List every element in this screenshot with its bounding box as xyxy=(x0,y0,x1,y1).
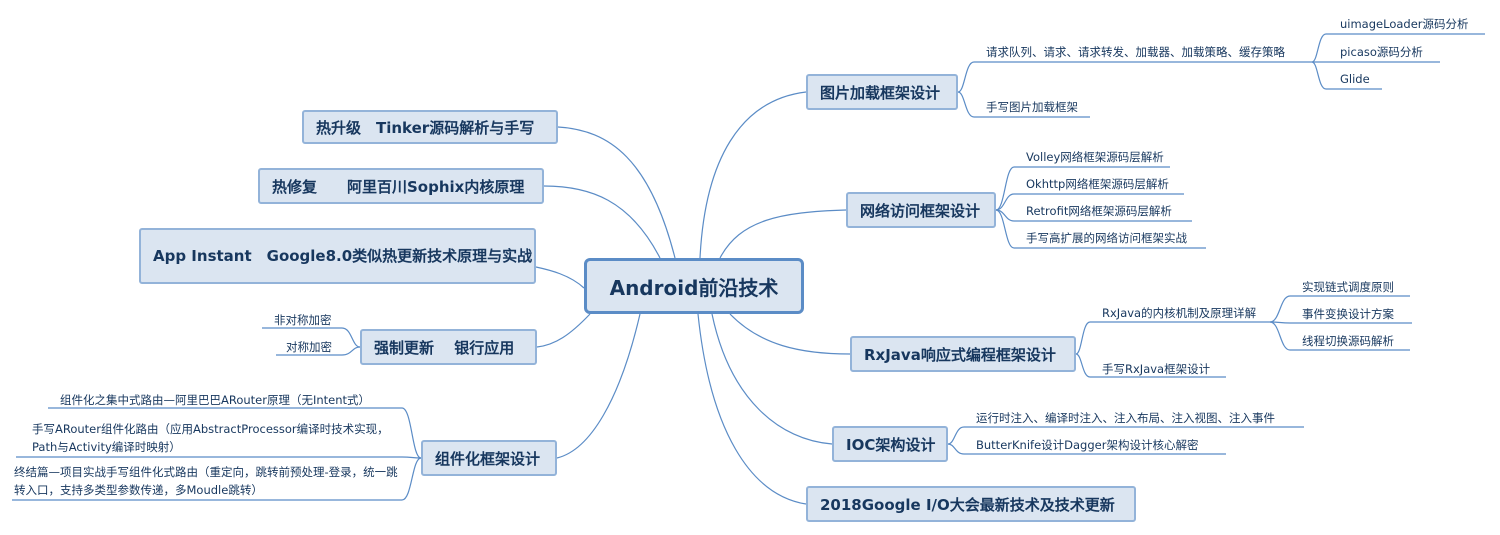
topic-componentization-label: 组件化框架设计 xyxy=(435,449,541,468)
topic-google-io-label: 2018Google I/O大会最新技术及技术更新 xyxy=(820,495,1115,514)
topic-hot-upgrade[interactable]: 热升级 Tinker源码解析与手写 xyxy=(302,110,558,144)
topic-app-instant[interactable]: App Instant Google8.0类似热更新技术原理与实战 xyxy=(139,228,536,284)
image-leaf-picaso[interactable]: picaso源码分析 xyxy=(1340,45,1423,59)
image-leaf-glide[interactable]: Glide xyxy=(1340,72,1370,86)
topic-force-update-label: 强制更新 银行应用 xyxy=(374,338,515,357)
topic-force-update[interactable]: 强制更新 银行应用 xyxy=(360,329,537,365)
rxjava-leaf-chain[interactable]: 实现链式调度原则 xyxy=(1302,280,1394,294)
topic-rxjava-label: RxJava响应式编程框架设计 xyxy=(864,345,1056,364)
topic-hot-upgrade-label: 热升级 Tinker源码解析与手写 xyxy=(316,118,535,137)
ioc-leaf-butterknife[interactable]: ButterKnife设计Dagger架构设计核心解密 xyxy=(976,438,1199,452)
topic-ioc-label: IOC架构设计 xyxy=(846,435,936,454)
topic-componentization[interactable]: 组件化框架设计 xyxy=(421,440,557,476)
rxjava-branch-handwrite[interactable]: 手写RxJava框架设计 xyxy=(1102,362,1211,376)
topic-hot-repair-label: 热修复 阿里百川Sophix内核原理 xyxy=(272,177,525,196)
component-leaf-arouter[interactable]: 组件化之集中式路由—阿里巴巴ARouter原理（无Intent式） xyxy=(60,393,371,407)
force-update-leaf-symmetric[interactable]: 对称加密 xyxy=(286,340,332,354)
topic-network[interactable]: 网络访问框架设计 xyxy=(846,192,996,228)
rxjava-leaf-transform[interactable]: 事件变换设计方案 xyxy=(1302,307,1394,321)
network-leaf-okhttp[interactable]: Okhttp网络框架源码层解析 xyxy=(1026,177,1169,191)
topic-app-instant-label: App Instant Google8.0类似热更新技术原理与实战 xyxy=(153,246,533,265)
network-leaf-handwrite[interactable]: 手写高扩展的网络访问框架实战 xyxy=(1026,231,1187,245)
image-loading-branch-handwrite[interactable]: 手写图片加载框架 xyxy=(986,100,1078,114)
network-leaf-volley[interactable]: Volley网络框架源码层解析 xyxy=(1026,150,1164,164)
center-topic[interactable]: Android前沿技术 xyxy=(584,258,804,314)
topic-image-loading[interactable]: 图片加载框架设计 xyxy=(806,74,958,110)
rxjava-leaf-thread[interactable]: 线程切换源码解析 xyxy=(1302,334,1394,348)
force-update-leaf-asymmetric[interactable]: 非对称加密 xyxy=(274,313,332,327)
topic-image-loading-label: 图片加载框架设计 xyxy=(820,83,941,102)
component-leaf-handwrite[interactable]: 手写ARouter组件化路由（应用AbstractProcessor编译时技术实… xyxy=(32,422,389,454)
topic-hot-repair[interactable]: 热修复 阿里百川Sophix内核原理 xyxy=(258,168,544,204)
network-leaf-retrofit[interactable]: Retrofit网络框架源码层解析 xyxy=(1026,204,1172,218)
image-loading-branch-pipeline[interactable]: 请求队列、请求、请求转发、加载器、加载策略、缓存策略 xyxy=(986,45,1285,59)
topic-google-io[interactable]: 2018Google I/O大会最新技术及技术更新 xyxy=(806,486,1136,522)
topic-network-label: 网络访问框架设计 xyxy=(860,201,981,220)
ioc-leaf-injection[interactable]: 运行时注入、编译时注入、注入布局、注入视图、注入事件 xyxy=(976,411,1275,425)
topic-ioc[interactable]: IOC架构设计 xyxy=(832,426,948,462)
center-topic-label: Android前沿技术 xyxy=(609,275,779,300)
component-leaf-final[interactable]: 终结篇—项目实战手写组件化式路由（重定向，跳转前预处理-登录，统一跳转入口，支持… xyxy=(14,465,398,497)
rxjava-branch-kernel[interactable]: RxJava的内核机制及原理详解 xyxy=(1102,306,1257,320)
image-leaf-uimageloader[interactable]: uimageLoader源码分析 xyxy=(1340,17,1469,31)
topic-rxjava[interactable]: RxJava响应式编程框架设计 xyxy=(850,336,1076,372)
